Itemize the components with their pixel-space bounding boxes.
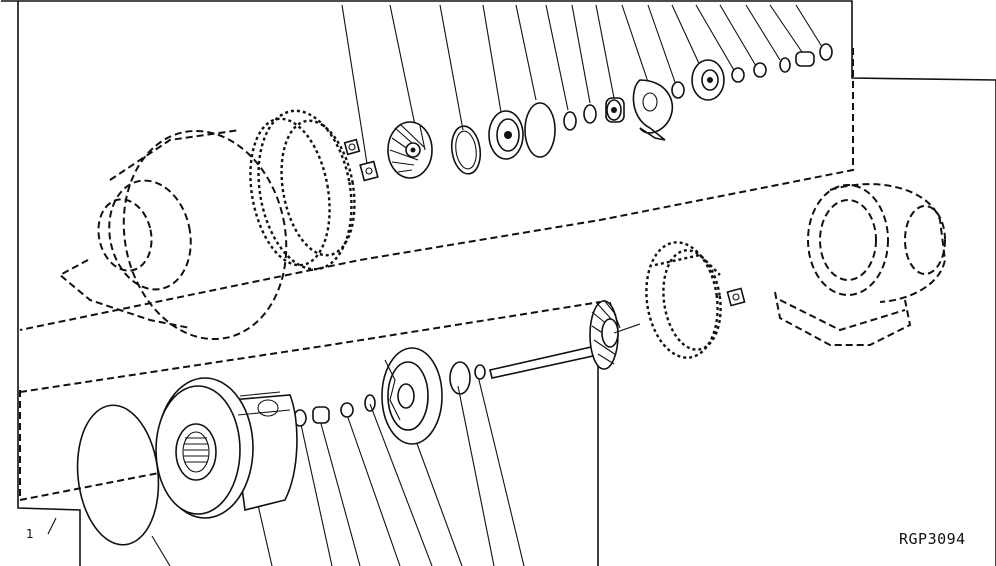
dashed-divider-mid — [19, 301, 601, 393]
top-leader-lines — [341, 4, 825, 171]
lower-small-parts — [293, 347, 486, 445]
heat-shield — [645, 241, 722, 359]
dashed-divider-upper — [19, 48, 854, 331]
callout-number: 1 — [26, 527, 34, 541]
compressor-backplate — [249, 109, 356, 271]
bottom-leader-lines — [47, 375, 525, 566]
figure-code: RGP3094 — [899, 530, 966, 548]
compressor-housing — [58, 129, 288, 341]
center-housing — [155, 377, 298, 519]
turbine-housing — [774, 183, 947, 346]
upper-small-parts — [343, 43, 833, 182]
compressor-wheel — [387, 121, 433, 179]
turbine-shaft-wheel — [489, 299, 641, 379]
dashed-divider-lower — [19, 390, 201, 502]
large-o-ring — [76, 404, 160, 546]
turbine-nut — [726, 287, 746, 307]
